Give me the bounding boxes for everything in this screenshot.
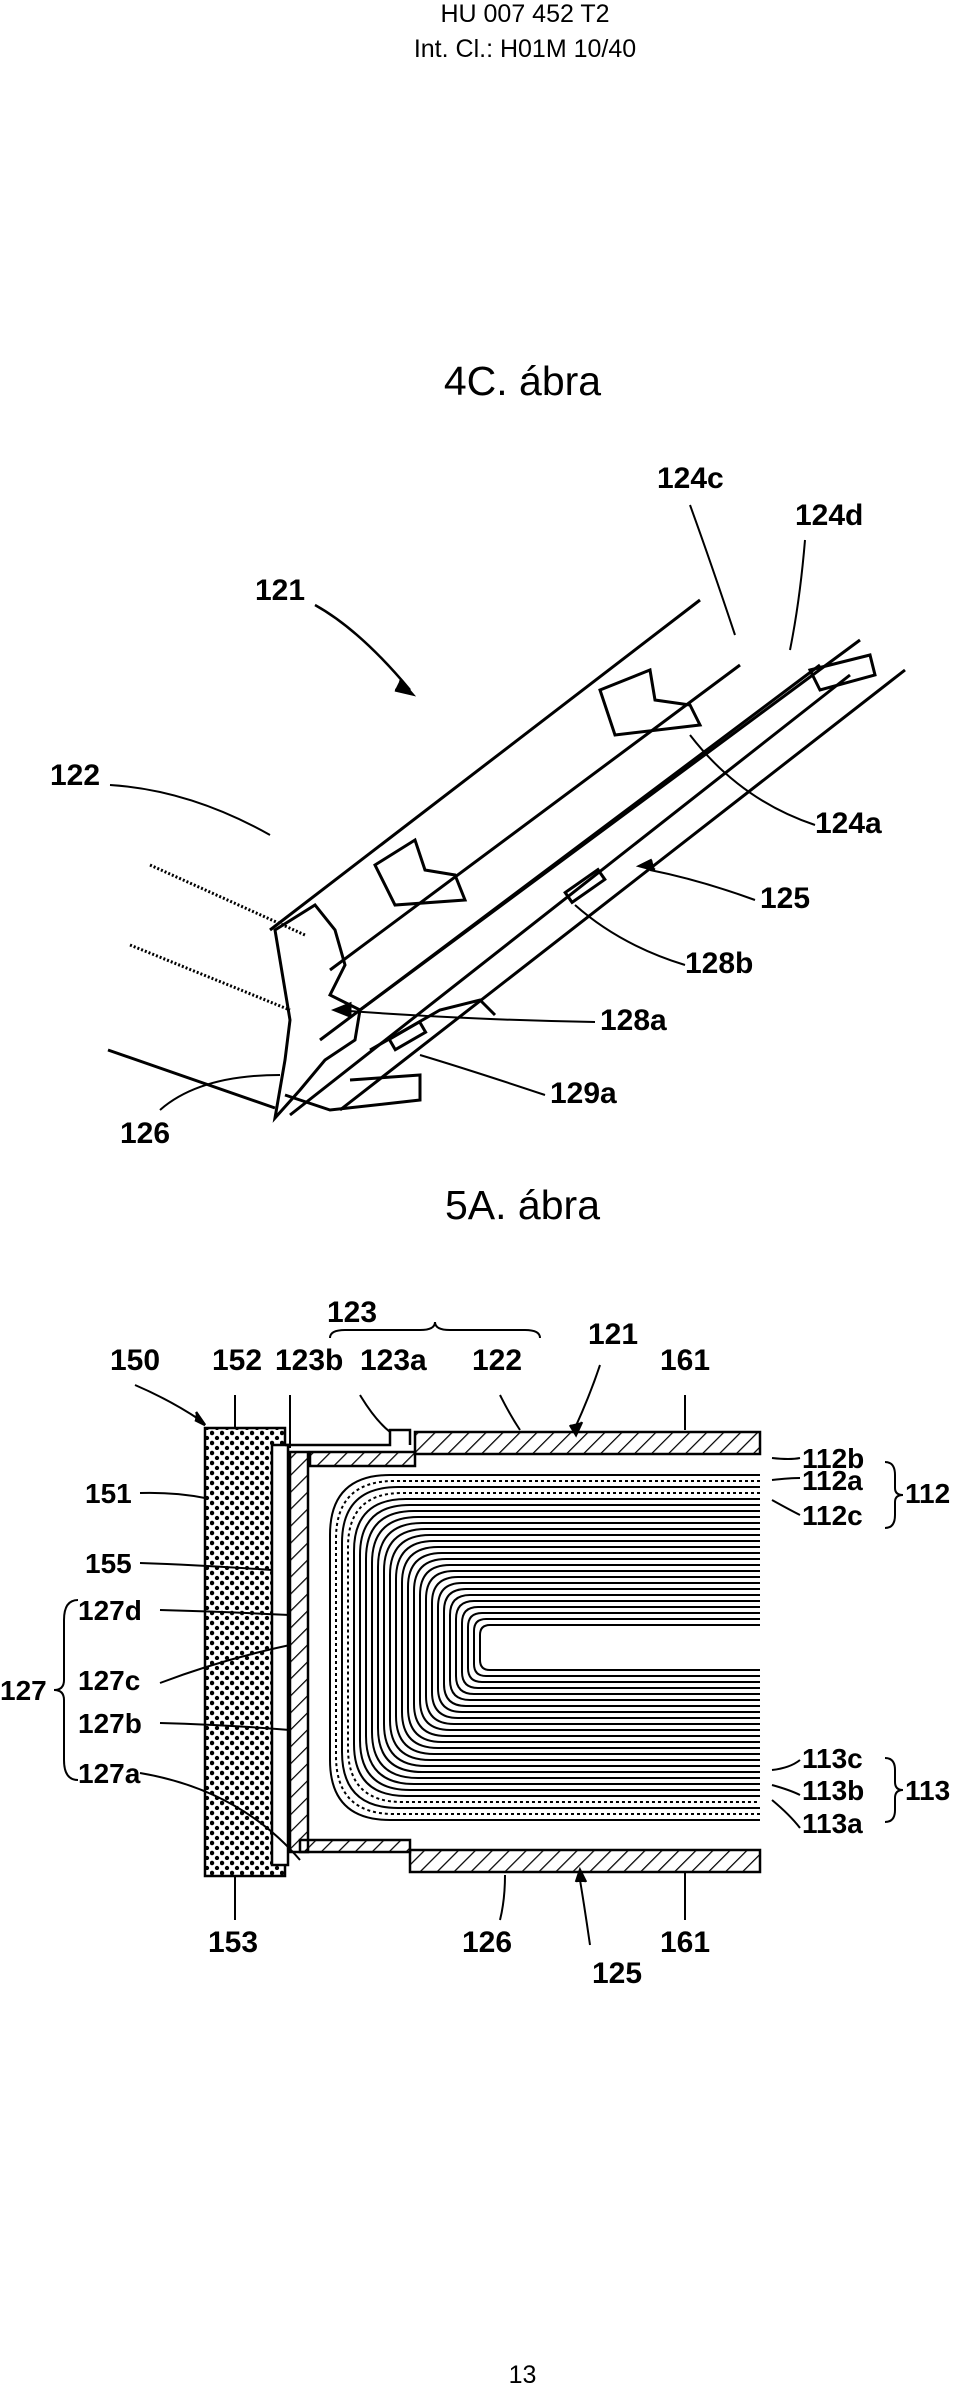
electrode-layer [473, 1618, 760, 1677]
label-113b: 113b [802, 1775, 864, 1806]
electrode-layer [431, 1576, 760, 1719]
electrode-layer [401, 1546, 760, 1749]
label-124a: 124a [815, 807, 882, 840]
electrode-layer [335, 1480, 760, 1815]
label-150: 150 [110, 1344, 160, 1377]
label-112c: 112c [802, 1500, 863, 1531]
electrode-layer [449, 1594, 760, 1701]
label-123: 123 [327, 1296, 377, 1329]
electrode-layer [353, 1498, 760, 1797]
label-151: 151 [85, 1478, 132, 1509]
electrode-layer [437, 1582, 760, 1713]
figure-5a-caption: 5A. ábra [445, 1182, 600, 1228]
electrode-layer [461, 1606, 760, 1689]
electrode-layer [377, 1522, 760, 1773]
label-112b: 112b [802, 1443, 864, 1474]
label-113: 113 [905, 1775, 950, 1806]
label-121: 121 [588, 1318, 638, 1351]
label-125: 125 [592, 1957, 642, 1990]
electrode-layer [479, 1624, 760, 1671]
electrode-layer [365, 1510, 760, 1785]
electrode-layer [443, 1588, 760, 1707]
label-129a: 129a [550, 1077, 617, 1110]
label-155: 155 [85, 1548, 132, 1579]
electrode-layer [371, 1516, 760, 1779]
label-112a: 112a [802, 1465, 863, 1496]
label-127c: 127c [78, 1665, 140, 1696]
label-124d: 124d [795, 499, 863, 532]
electrode-layer [383, 1528, 760, 1767]
figure-5a-drawing: 123 150 152 123b 123a 122 121 161 112b 1… [0, 1296, 950, 1990]
label-113a: 113a [802, 1808, 863, 1839]
label-121: 121 [255, 574, 305, 607]
label-127d: 127d [78, 1595, 142, 1626]
figure-4c-drawing: 121 122 124c 124d 124a 125 128b 128a 129… [50, 462, 906, 1150]
label-161: 161 [660, 1344, 710, 1377]
label-125: 125 [760, 882, 810, 915]
electrode-layer [455, 1600, 760, 1695]
electrode-layer [347, 1492, 760, 1803]
label-128a: 128a [600, 1004, 667, 1037]
page-number: 13 [508, 2361, 537, 2389]
label-128b: 128b [685, 947, 753, 980]
label-153: 153 [208, 1926, 258, 1959]
electrode-layer [329, 1474, 760, 1821]
label-152: 152 [212, 1344, 262, 1377]
label-123a: 123a [360, 1344, 427, 1377]
classification: Int. Cl.: H01M 10/40 [413, 35, 637, 63]
label-126: 126 [462, 1926, 512, 1959]
label-127: 127 [0, 1675, 47, 1706]
electrode-layer [395, 1540, 760, 1755]
label-127a: 127a [78, 1758, 141, 1789]
label-126: 126 [120, 1117, 170, 1150]
label-122: 122 [472, 1344, 522, 1377]
electrode-layer [413, 1558, 760, 1737]
figure-4c-caption: 4C. ábra [443, 358, 602, 404]
electrode-layer [389, 1534, 760, 1761]
label-124c: 124c [657, 462, 724, 495]
electrode-layer [359, 1504, 760, 1791]
electrode-layer [425, 1570, 760, 1725]
label-127b: 127b [78, 1708, 142, 1739]
electrode-layer [407, 1552, 760, 1743]
label-112: 112 [905, 1478, 950, 1509]
electrode-layer [341, 1486, 760, 1809]
label-123b: 123b [275, 1344, 343, 1377]
electrode-layer [467, 1612, 760, 1683]
document-number: HU 007 452 T2 [440, 0, 610, 28]
label-161-bottom: 161 [660, 1926, 710, 1959]
electrode-layer [419, 1564, 760, 1731]
label-113c: 113c [802, 1743, 863, 1774]
label-122: 122 [50, 759, 100, 792]
